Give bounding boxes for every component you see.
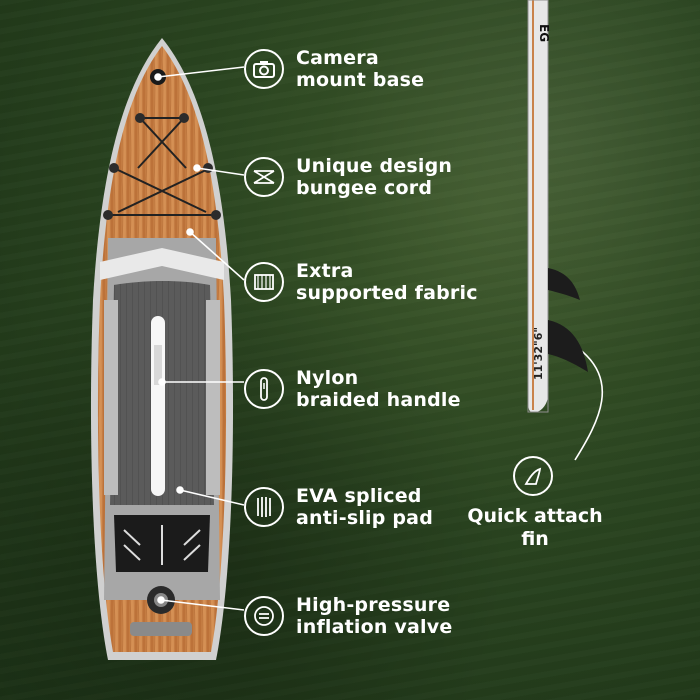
side-logo: EG — [537, 24, 551, 42]
anti-slip-pad-icon — [244, 487, 284, 527]
fin-icon — [513, 456, 553, 496]
camera-icon — [244, 49, 284, 89]
side-board: EG 11'32"6" — [527, 0, 588, 413]
bungee-cord — [108, 117, 216, 216]
carry-handle — [151, 316, 165, 496]
d-rings — [103, 113, 221, 220]
side-fin-1 — [548, 268, 580, 300]
connector-lines — [154, 66, 603, 611]
fabric-icon — [244, 262, 284, 302]
side-dimension-text: 11'32"6" — [532, 327, 545, 380]
valve-icon — [244, 596, 284, 636]
bungee-cord-icon — [244, 157, 284, 197]
side-fin-2 — [548, 320, 588, 372]
handle-icon — [244, 369, 284, 409]
